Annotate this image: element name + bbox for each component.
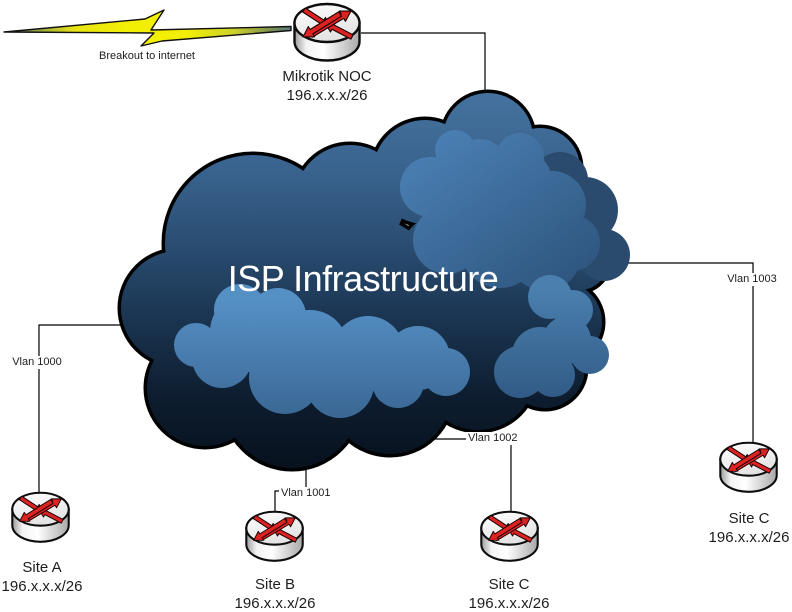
vlan-label-1001: Vlan 1001 <box>279 487 333 500</box>
vlan-label-1002: Vlan 1002 <box>466 432 520 445</box>
lightning-bolt-icon <box>3 9 292 47</box>
site-c-east-subnet: 196.x.x.x/26 <box>708 529 790 546</box>
noc-name: Mikrotik NOC <box>282 68 372 85</box>
site-a-subnet: 196.x.x.x/26 <box>1 578 83 595</box>
router-icon-mikrotik-noc <box>293 2 361 62</box>
connector-vlan-1003 <box>598 262 754 442</box>
isp-cloud <box>121 93 630 468</box>
internet-link-label: Breakout to internet <box>98 50 195 62</box>
site-b-label-group: Site B 196.x.x.x/26 <box>214 575 336 612</box>
site-b-subnet: 196.x.x.x/26 <box>234 595 316 612</box>
vlan-label-1000: Vlan 1000 <box>6 356 68 369</box>
noc-label-group: Mikrotik NOC 196.x.x.x/26 <box>247 67 407 105</box>
site-c-east-label-group: Site C 196.x.x.x/26 <box>688 509 792 547</box>
connector-vlan-1000 <box>38 324 131 492</box>
vlan-label-1003: Vlan 1003 <box>713 273 791 286</box>
connector-noc-cloud <box>361 32 486 100</box>
router-icon-site-a <box>11 491 70 543</box>
router-icon-site-b <box>245 510 304 562</box>
cloud-title: ISP Infrastructure <box>227 258 499 299</box>
router-icon-site-c-south <box>480 510 539 562</box>
noc-subnet: 196.x.x.x/26 <box>286 87 368 104</box>
site-c-south-name: Site C <box>488 576 530 593</box>
connector-vlan-1002 <box>418 438 512 511</box>
site-c-east-name: Site C <box>728 510 770 527</box>
site-a-label-group: Site A 196.x.x.x/26 <box>0 558 88 596</box>
site-c-south-label-group: Site C 196.x.x.x/26 <box>448 575 570 612</box>
site-c-south-subnet: 196.x.x.x/26 <box>468 595 550 612</box>
router-icon-site-c-east <box>719 441 778 493</box>
site-b-name: Site B <box>254 576 296 593</box>
site-a-name: Site A <box>22 559 62 576</box>
